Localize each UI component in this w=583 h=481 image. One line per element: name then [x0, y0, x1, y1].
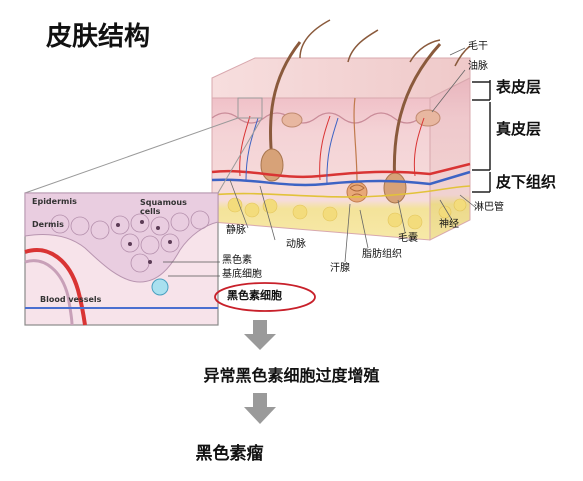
- inset-label-squamous: Squamous cells: [140, 198, 187, 217]
- inset-label-vessels: Blood vessels: [40, 295, 102, 304]
- inset-label-dermis: Dermis: [32, 220, 64, 229]
- label-follicle: 毛囊: [398, 233, 418, 244]
- fat-globules: [227, 197, 467, 230]
- flow-arrow-1: [244, 320, 276, 350]
- dermal-papillae-line: [211, 112, 431, 124]
- label-vein: 静脉: [226, 225, 246, 236]
- vein-vessel: [211, 170, 471, 187]
- inset-vein: [24, 259, 74, 326]
- label-subcutis: 皮下组织: [496, 173, 557, 191]
- inset-panel: [24, 192, 220, 326]
- label-hair-shaft: 毛干: [468, 41, 488, 52]
- capillary-1: [239, 115, 425, 181]
- hairs: [268, 19, 471, 186]
- inset-label-melanocyte: 黑色素细胞: [227, 289, 282, 302]
- capillary-2: [245, 117, 339, 185]
- label-nerve: 神经: [439, 219, 459, 230]
- flow-step-melanoma: 黑色素瘤: [195, 444, 264, 464]
- nerve-fiber: [211, 185, 471, 198]
- flow-arrow-2: [244, 393, 276, 424]
- inset-epidermis: [24, 192, 219, 283]
- hair-follicle-right: [383, 172, 407, 204]
- block-top: [211, 57, 471, 99]
- label-sebaceous: 油脉: [468, 61, 488, 72]
- flow-step-proliferation: 异常黑色素细胞过度增殖: [203, 366, 380, 385]
- layer-brackets: [472, 80, 491, 193]
- label-artery: 动脉: [286, 239, 306, 250]
- label-epidermis: 表皮层: [496, 78, 542, 96]
- inset-label-epidermis: Epidermis: [32, 197, 77, 206]
- label-sweat: 汗腺: [330, 263, 350, 274]
- sebaceous-gland-2: [281, 112, 303, 128]
- skin-block: [211, 19, 471, 241]
- page-title: 皮肤结构: [46, 22, 151, 52]
- label-fat: 脂肪组织: [362, 249, 402, 260]
- sebaceous-gland: [415, 109, 441, 127]
- squamous-cells: [50, 210, 210, 273]
- inset-label-basal: 基底细胞: [222, 269, 262, 280]
- melanocyte-cell: [151, 278, 169, 296]
- label-lymph: 淋巴管: [474, 202, 504, 213]
- inset-artery: [24, 248, 87, 326]
- leader-lines: [229, 47, 476, 263]
- melanocyte-highlight-ellipse: [214, 282, 316, 312]
- melanin-granules: [116, 220, 172, 264]
- label-dermis: 真皮层: [496, 120, 542, 138]
- inset-label-melanin: 黑色素: [222, 255, 252, 266]
- zoom-connectors: [24, 97, 263, 194]
